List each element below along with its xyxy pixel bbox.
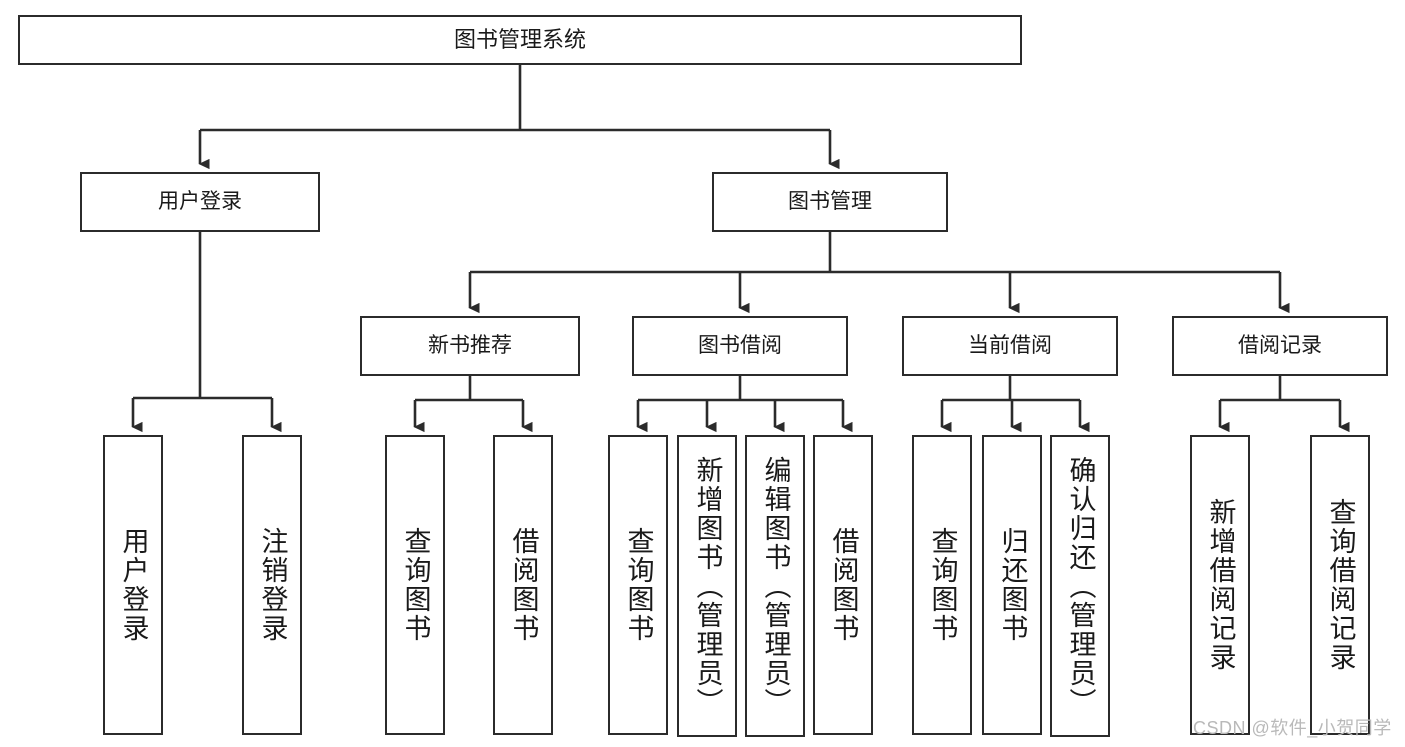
node-book-borrow[interactable]: 图书借阅 — [632, 316, 848, 376]
node-label: 查询图书 — [623, 527, 654, 643]
node-label: 借阅图书 — [508, 527, 539, 643]
node-label: 新增借阅记录 — [1205, 498, 1236, 672]
leaf-user-login-login[interactable]: 用户登录 — [103, 435, 163, 735]
watermark-credit: CSDN @软件_小贺同学 — [1193, 718, 1392, 738]
leaf-borrow-query-book[interactable]: 查询图书 — [608, 435, 668, 735]
node-label: 图书借阅 — [698, 333, 782, 357]
node-label: 用户登录 — [118, 527, 149, 643]
node-new-book-recommend[interactable]: 新书推荐 — [360, 316, 580, 376]
leaf-current-query-book[interactable]: 查询图书 — [912, 435, 972, 735]
leaf-record-add-record[interactable]: 新增借阅记录 — [1190, 435, 1250, 735]
leaf-current-return-book[interactable]: 归还图书 — [982, 435, 1042, 735]
leaf-recommend-query-book[interactable]: 查询图书 — [385, 435, 445, 735]
node-label: 编辑图书（管理员） — [760, 455, 791, 717]
node-label: 当前借阅 — [968, 333, 1052, 357]
node-label: 借阅记录 — [1238, 333, 1322, 357]
leaf-current-confirm-return-admin[interactable]: 确认归还（管理员） — [1050, 435, 1110, 737]
node-label: 图书管理系统 — [453, 27, 586, 53]
leaf-user-login-logout[interactable]: 注销登录 — [242, 435, 302, 735]
node-label: 查询图书 — [927, 527, 958, 643]
leaf-recommend-borrow-book[interactable]: 借阅图书 — [493, 435, 553, 735]
node-label: 新增图书（管理员） — [692, 455, 723, 717]
leaf-borrow-add-book-admin[interactable]: 新增图书（管理员） — [677, 435, 737, 737]
node-borrow-record[interactable]: 借阅记录 — [1172, 316, 1388, 376]
node-label: 查询图书 — [400, 527, 431, 643]
leaf-borrow-edit-book-admin[interactable]: 编辑图书（管理员） — [745, 435, 805, 737]
node-label: 新书推荐 — [428, 333, 512, 357]
leaf-record-query-record[interactable]: 查询借阅记录 — [1310, 435, 1370, 735]
node-current-borrow[interactable]: 当前借阅 — [902, 316, 1118, 376]
node-label: 借阅图书 — [828, 527, 859, 643]
leaf-borrow-borrow-book[interactable]: 借阅图书 — [813, 435, 873, 735]
node-root-system[interactable]: 图书管理系统 — [18, 15, 1022, 65]
node-label: 图书管理 — [788, 189, 872, 213]
node-label: 查询借阅记录 — [1325, 498, 1356, 672]
node-label: 用户登录 — [158, 189, 242, 213]
node-label: 确认归还（管理员） — [1065, 455, 1096, 717]
node-label: 注销登录 — [257, 527, 288, 643]
node-label: 归还图书 — [997, 527, 1028, 643]
node-user-login[interactable]: 用户登录 — [80, 172, 320, 232]
node-book-management[interactable]: 图书管理 — [712, 172, 948, 232]
